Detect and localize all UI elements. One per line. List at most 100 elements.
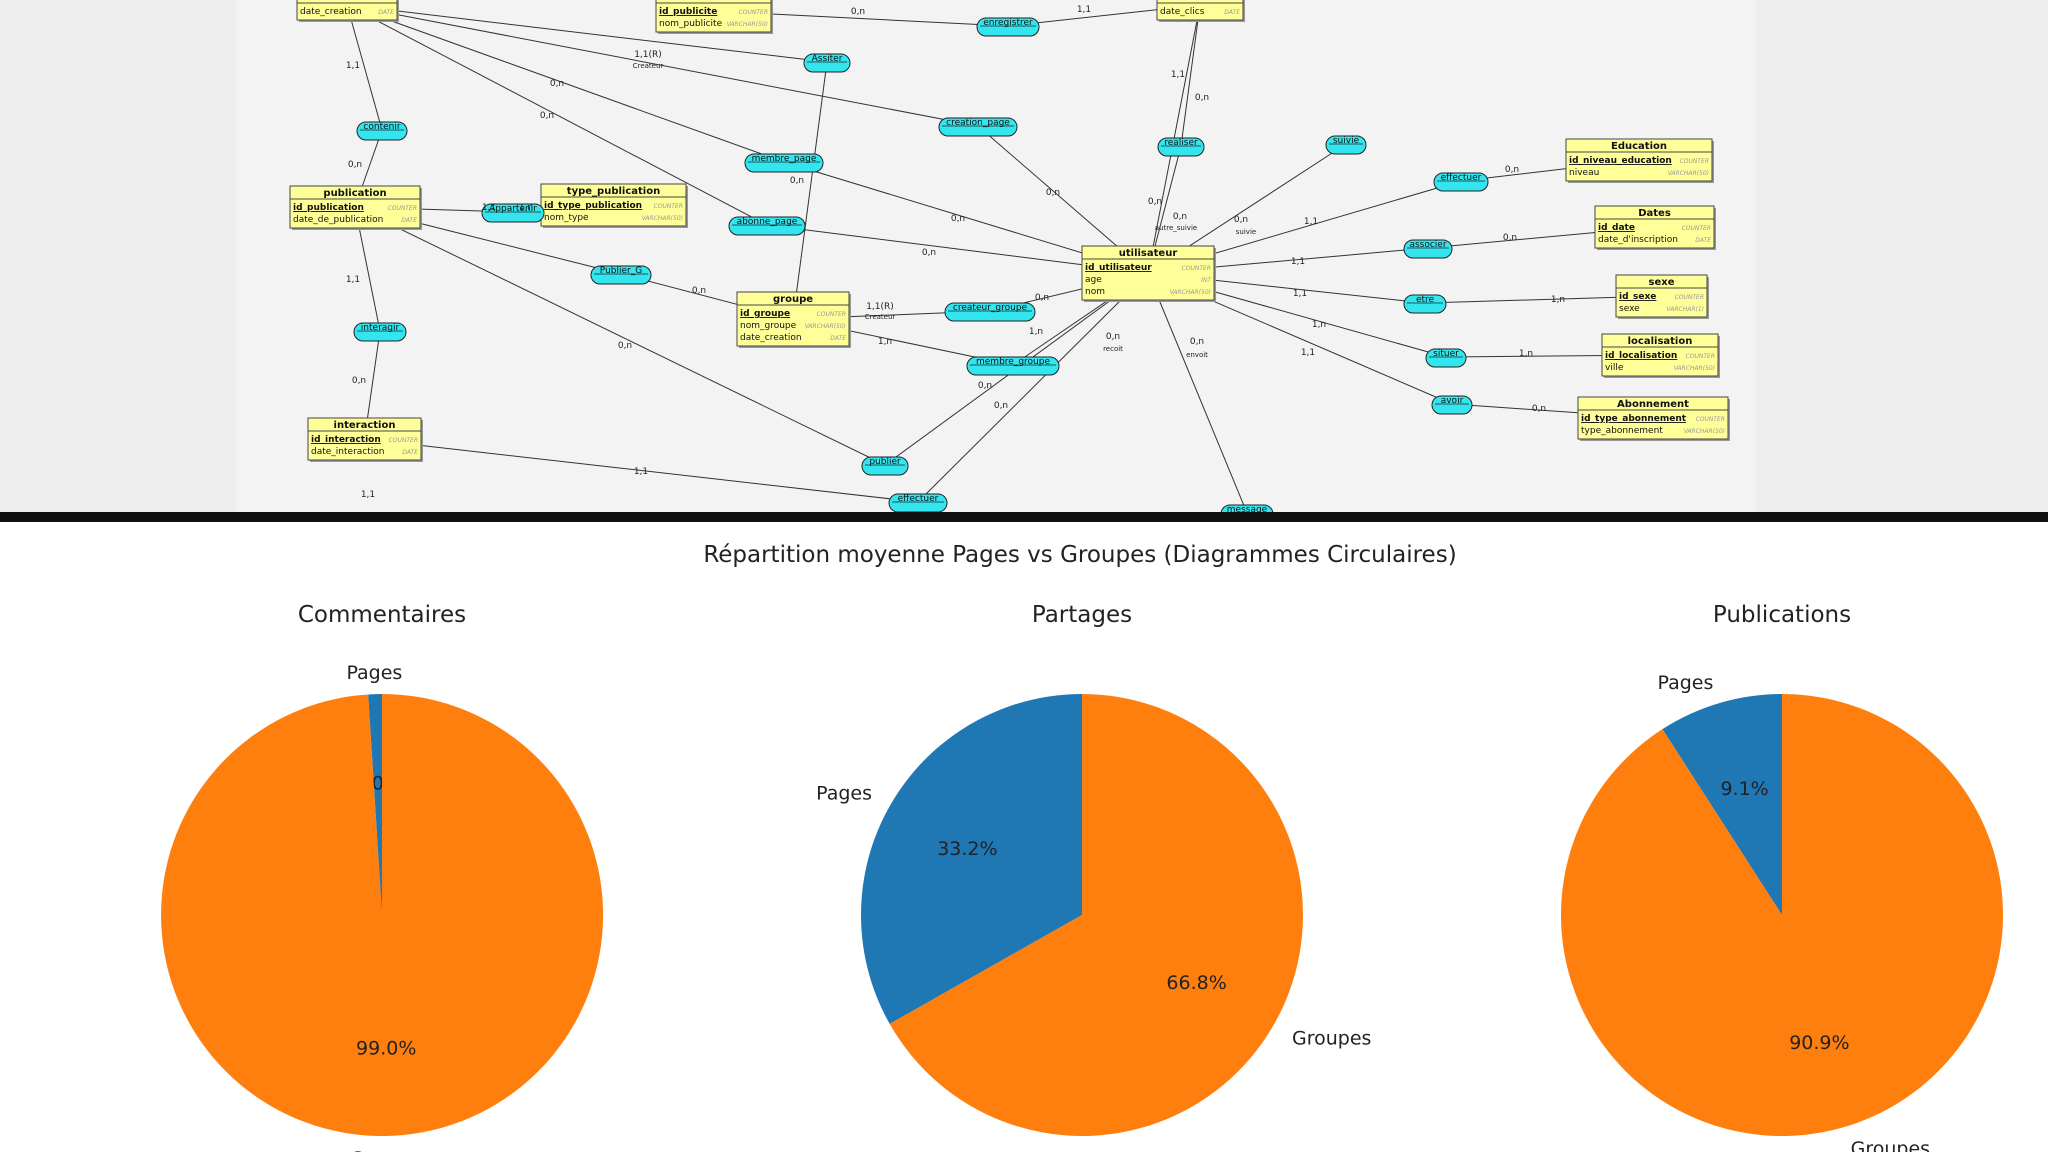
cardinality-label: 0,n bbox=[1106, 332, 1120, 342]
erd-link bbox=[346, 4, 785, 163]
relation-label: effectuer bbox=[1441, 173, 1482, 183]
pie-slice-groupes bbox=[1560, 694, 2003, 1136]
pie-category-label: Pages bbox=[346, 662, 402, 684]
cardinality-label: 0,n bbox=[951, 214, 965, 224]
pie-slice-groupes bbox=[161, 693, 604, 1136]
relation-avoir: avoir bbox=[1431, 395, 1473, 415]
entity-box bbox=[1565, 138, 1713, 182]
entity-field-name: age bbox=[1085, 275, 1102, 285]
entity-field-type: VARCHAR(50) bbox=[805, 323, 846, 330]
cardinality-label: 0,n bbox=[851, 7, 865, 17]
cardinality-label: 1,1(R) bbox=[866, 302, 894, 312]
relation-label: situer bbox=[1433, 349, 1459, 359]
entity-field-name: id_type_abonnement bbox=[1581, 414, 1687, 424]
entity-field-name: nom bbox=[1085, 287, 1105, 297]
cardinality-label: 1,n bbox=[1519, 349, 1533, 359]
cardinality-label: 1,n bbox=[1312, 320, 1326, 330]
entity-field-name: id_interaction bbox=[311, 435, 381, 445]
entity-field-name: ville bbox=[1605, 363, 1624, 373]
relation-oval bbox=[356, 121, 408, 141]
cardinality-label: 1,n bbox=[1029, 327, 1043, 337]
pie-chart-panel: Répartition moyenne Pages vs Groupes (Di… bbox=[0, 522, 2048, 1156]
erd-link bbox=[354, 206, 886, 466]
cardinality-label: 0,n bbox=[540, 111, 554, 121]
entity-field-type: VARCHAR(50) bbox=[727, 21, 768, 28]
relation-label: membre_page bbox=[752, 154, 817, 164]
relation-createur-groupe: createur_groupe bbox=[944, 302, 1036, 322]
entity-field-type: COUNTER bbox=[1682, 225, 1711, 232]
relation-enregistrer: enregistrer bbox=[976, 17, 1040, 37]
entity-field-type: DATE bbox=[1224, 9, 1240, 16]
relation-oval bbox=[1425, 348, 1467, 368]
relation-membre-groupe: membre_groupe bbox=[966, 356, 1060, 376]
entity-title: type_publication bbox=[567, 186, 660, 197]
entity-field-name: date_creation bbox=[740, 333, 802, 343]
cardinality-label: envoit bbox=[1186, 351, 1208, 359]
cardinality-label: 1,1 bbox=[361, 490, 375, 500]
entity-field-name: nom_groupe bbox=[740, 321, 797, 331]
entity-field-type: COUNTER bbox=[1182, 265, 1211, 272]
relation-oval bbox=[944, 302, 1036, 322]
entity-field-type: VARCHAR(50) bbox=[1684, 428, 1725, 435]
relation-label: abonne_page bbox=[737, 217, 798, 227]
entity-box bbox=[1615, 274, 1708, 318]
erd-link bbox=[1180, 4, 1201, 147]
relation-label: interagir bbox=[361, 323, 400, 333]
relation-oval bbox=[1325, 135, 1367, 155]
cardinality-label: 0,n bbox=[692, 286, 706, 296]
entity-field-type: COUNTER bbox=[389, 437, 418, 444]
entity-field-type: COUNTER bbox=[1686, 353, 1715, 360]
separator-bar bbox=[0, 512, 2048, 522]
entity-field-name: id_type_publication bbox=[544, 201, 642, 211]
relation-label: membre_groupe bbox=[976, 357, 1050, 367]
relation-appartenir: Appartenir bbox=[481, 203, 545, 223]
relation-oval bbox=[353, 322, 407, 342]
relation-interagir: interagir bbox=[353, 322, 407, 342]
entity-field-type: INT bbox=[1201, 277, 1212, 284]
entity-title: utilisateur bbox=[1119, 248, 1178, 259]
entity-box bbox=[655, 0, 772, 33]
cardinality-label: Createur bbox=[865, 313, 896, 321]
relation-publier: publier bbox=[861, 456, 909, 476]
relation-realiser: realiser bbox=[1157, 137, 1205, 157]
entity-field-name: date_interaction bbox=[311, 447, 384, 457]
relation-suivie: suivie bbox=[1325, 135, 1367, 155]
cardinality-label: 0,n bbox=[1505, 165, 1519, 175]
entity-box bbox=[1601, 333, 1719, 377]
cardinality-label: 1,1 bbox=[482, 203, 496, 213]
relation-message: message bbox=[1220, 504, 1274, 524]
cardinality-label: 1,1 bbox=[634, 467, 648, 477]
cardinality-label: 1,1 bbox=[1301, 348, 1315, 358]
cardinality-label: 1,n bbox=[519, 203, 533, 213]
relation-label: Assiter bbox=[812, 54, 843, 64]
relation-membre-page: membre_page bbox=[744, 153, 824, 173]
entity-box bbox=[1081, 245, 1215, 301]
entity-field-name: date_clics bbox=[1160, 7, 1205, 17]
entity-title: publication bbox=[323, 188, 386, 199]
entity-title: Education bbox=[1611, 141, 1667, 152]
entity-field-type: VARCHAR(50) bbox=[1170, 289, 1211, 296]
relation-contenir: contenir bbox=[356, 121, 408, 141]
figure-suptitle: Répartition moyenne Pages vs Groupes (Di… bbox=[703, 542, 1456, 568]
cardinality-label: 0,n bbox=[994, 401, 1008, 411]
cardinality-label: 0,n bbox=[978, 381, 992, 391]
entity-box bbox=[1156, 0, 1244, 21]
entity-box bbox=[736, 291, 850, 347]
entity-field-type: DATE bbox=[1695, 237, 1711, 244]
cardinality-label: 1,1 bbox=[1304, 217, 1318, 227]
entity-field-name: id_groupe bbox=[740, 309, 790, 319]
erd-link bbox=[917, 272, 1149, 503]
pie-slice-pages bbox=[1662, 694, 1782, 915]
entity-field-type: COUNTER bbox=[1680, 158, 1709, 165]
pie-category-label: Groupes bbox=[1851, 1138, 1930, 1152]
erd-link bbox=[792, 61, 828, 320]
